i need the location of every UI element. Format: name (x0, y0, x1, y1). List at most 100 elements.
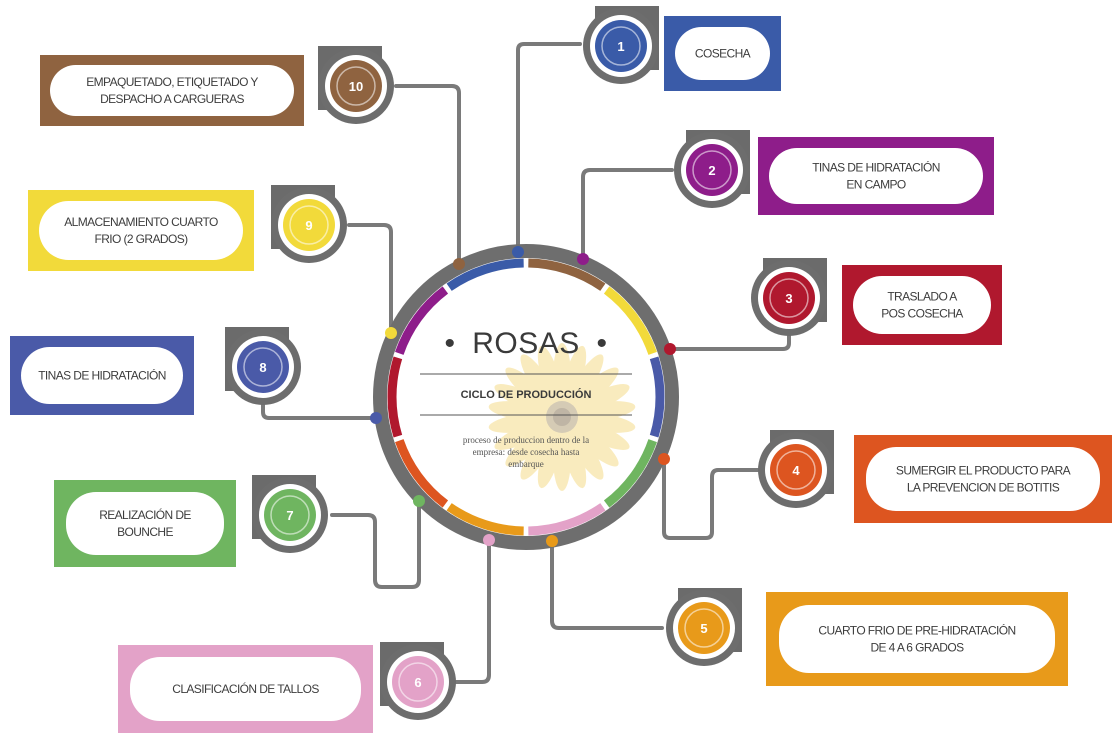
center-ring-segment-10 (446, 258, 524, 291)
connector-dot-step-1 (512, 246, 524, 258)
connector-line-step-3 (668, 334, 791, 351)
title-bullet-left: • (444, 327, 455, 360)
step-3-badge-highlight (769, 278, 809, 318)
center-ring-segment-1 (528, 258, 606, 291)
connector-line-step-9 (347, 223, 393, 335)
step-6-group: 6 CLASIFICACIÓN DE TALLOS (118, 642, 456, 733)
step-9-number: 9 (305, 218, 312, 233)
step-4-group: 4 SUMERGIR EL PRODUCTO PARA LA PREVENCION … (758, 430, 1112, 523)
step-7-label-line-2: BOUNCHE (117, 525, 173, 539)
step-5-label-line-2: DE 4 A 6 GRADOS (870, 641, 964, 655)
connector-line-step-5 (550, 539, 664, 630)
center-ring-segment-5 (528, 503, 606, 536)
step-10-badge-highlight (336, 66, 376, 106)
step-4-label-line-1: SUMERGIR EL PRODUCTO PARA (896, 464, 1071, 478)
step-3-number: 3 (785, 291, 792, 306)
center-ring-segment-3 (649, 356, 665, 438)
step-1-number: 1 (617, 39, 624, 54)
connector-dot-step-10 (453, 258, 465, 270)
connector-dot-step-5 (546, 535, 558, 547)
center-ring-segment-9 (395, 286, 449, 355)
step-2-number: 2 (708, 163, 715, 178)
step-6-label-panel (130, 657, 361, 721)
step-4-number: 4 (792, 463, 800, 478)
center-ring-segment-7 (395, 439, 449, 508)
step-2-label-panel (769, 148, 983, 204)
step-10-number: 10 (349, 79, 363, 94)
center-hub: • ROSAS • CICLO DE PRODUCCIÓN proceso de pro… (373, 244, 679, 550)
step-10-label-line-2: DESPACHO A CARGUERAS (100, 92, 244, 106)
center-ring-segment-4 (603, 439, 657, 508)
connector-line-step-10 (394, 84, 461, 266)
step-7-group: 7 REALIZACIÓN DE BOUNCHE (54, 475, 328, 567)
step-8-label-line-1: TINAS DE HIDRATACIÓN (38, 368, 166, 383)
center-description-line-1: proceso de produccion dentro de la (463, 435, 589, 445)
connector-line-step-1 (516, 42, 582, 254)
connector-line-step-2 (581, 168, 674, 261)
step-9-badge-highlight (289, 205, 329, 245)
step-7-label-line-1: REALIZACIÓN DE (99, 507, 191, 522)
step-9-label-line-1: ALMACENAMIENTO CUARTO (64, 215, 218, 229)
step-1-badge-highlight (601, 26, 641, 66)
step-4-badge-highlight (776, 450, 816, 490)
step-5-group: 5 CUARTO FRIO DE PRE-HIDRATACIÓN DE 4 A 6 … (666, 588, 1068, 686)
step-2-badge-highlight (692, 150, 732, 190)
step-4-label-panel (866, 447, 1100, 511)
step-3-group: 3 TRASLADO A POS COSECHA (751, 258, 1002, 345)
connector-line-step-4 (662, 457, 760, 540)
connector-dot-step-6 (483, 534, 495, 546)
connector-line-step-7 (330, 499, 421, 589)
center-ring-segment-6 (446, 503, 524, 536)
center-outer-ring (373, 244, 679, 550)
flower-icon (488, 343, 636, 491)
step-10-group: 10 EMPAQUETADO, ETIQUETADO Y DESPACHO A CA… (40, 46, 394, 126)
connector-dot-step-9 (385, 327, 397, 339)
step-8-label-panel (21, 347, 183, 404)
step-9-group: 9 ALMACENAMIENTO CUARTO FRIO (2 GRADOS) (28, 185, 347, 271)
step-2-group: 2 TINAS DE HIDRATACIÓN EN CAMPO (674, 130, 994, 215)
connector-dot-step-4 (658, 453, 670, 465)
step-7-number: 7 (286, 508, 293, 523)
step-9-label-panel (39, 201, 243, 260)
step-2-label-line-1: TINAS DE HIDRATACIÓN (812, 160, 940, 175)
center-description-line-2: empresa: desde cosecha hasta (473, 447, 580, 457)
connector-line-step-6 (454, 538, 491, 684)
step-5-label-line-1: CUARTO FRIO DE PRE-HIDRATACIÓN (818, 623, 1015, 638)
center-subtitle: CICLO DE PRODUCCIÓN (461, 388, 592, 401)
connector-lines (261, 42, 791, 684)
center-ring-segment-2 (603, 286, 657, 355)
step-7-label-panel (66, 492, 224, 555)
title-bullet-right: • (596, 327, 607, 360)
step-5-label-panel (779, 605, 1055, 673)
step-6-number: 6 (414, 675, 421, 690)
step-1-label-panel (675, 27, 770, 80)
step-7-badge-highlight (270, 495, 310, 535)
step-4-label-line-2: LA PREVENCION DE BOTITIS (907, 481, 1060, 495)
step-5-number: 5 (700, 621, 707, 636)
step-6-badge-highlight (398, 662, 438, 702)
center-title: ROSAS (472, 327, 580, 360)
connector-dot-step-8 (370, 412, 382, 424)
step-2-label-line-2: EN CAMPO (846, 178, 905, 192)
step-1-label-line-1: COSECHA (695, 47, 751, 61)
center-description-line-3: embarque (508, 459, 543, 469)
step-10-label-panel (50, 65, 294, 116)
connector-dot-step-2 (577, 253, 589, 265)
step-8-badge-highlight (243, 347, 283, 387)
connector-line-step-8 (261, 403, 378, 420)
step-5-badge-highlight (684, 608, 724, 648)
step-3-label-line-2: POS COSECHA (881, 307, 963, 321)
step-10-label-line-1: EMPAQUETADO, ETIQUETADO Y (86, 75, 258, 89)
step-8-number: 8 (259, 360, 266, 375)
step-6-label-line-1: CLASIFICACIÓN DE TALLOS (172, 681, 319, 696)
center-ring-segment-8 (387, 356, 403, 438)
step-9-label-line-2: FRIO (2 GRADOS) (94, 232, 188, 246)
connector-dots (370, 246, 676, 547)
connector-dot-step-3 (664, 343, 676, 355)
connector-dot-step-7 (413, 495, 425, 507)
step-3-label-line-1: TRASLADO A (887, 290, 957, 304)
